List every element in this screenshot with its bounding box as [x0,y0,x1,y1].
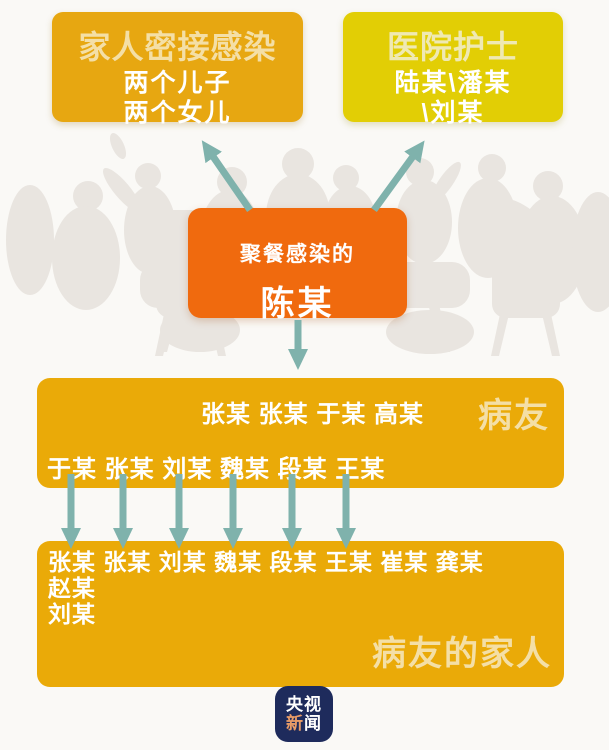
fellow-patients-row-top: 张某 张某 于某 高某 [201,401,425,428]
family-infection-box: 家人密接感染 两个儿子 两个女儿 [52,12,303,127]
hospital-nurses-title: 医院护士 [386,29,519,65]
cctv-news-logo-line1: 央视 [286,695,322,714]
fellow-patients-box: 张某 张某 于某 高某 病友 于某 张某 刘某 魏某 段某 王某 [37,378,564,488]
fellow-patients-row-bottom: 于某 张某 刘某 魏某 段某 王某 [47,456,386,483]
patients-families-box: 张某 张某 刘某 魏某 段某 王某 崔某 龚某 赵某 刘某 病友的家人 [37,541,564,687]
hospital-nurses-box: 医院护士 陆某\潘某 \刘某 [343,12,563,127]
patients-families-names: 张某 张某 刘某 魏某 段某 王某 崔某 龚某 赵某 刘某 [48,549,484,627]
family-infection-line-1: 两个儿子 [123,69,232,97]
families-row-1: 张某 张某 刘某 魏某 段某 王某 崔某 龚某 [48,549,484,575]
index-patient-subtitle: 聚餐感染的 [240,243,355,266]
arrow-up-left-icon [201,140,253,212]
index-patient-name: 陈某 [260,285,335,323]
family-infection-line-2: 两个女儿 [123,99,232,127]
cctv-news-logo-accent-char: 新 [286,714,304,733]
cctv-news-logo-char: 闻 [304,714,322,733]
fellow-patients-title: 病友 [478,397,550,435]
cctv-news-logo: 央视 新闻 [275,686,333,742]
families-row-3: 刘某 [48,601,96,627]
patients-families-title: 病友的家人 [372,635,552,673]
family-infection-title: 家人密接感染 [78,29,277,65]
families-row-2: 赵某 [48,575,96,601]
hospital-nurses-line-1: 陆某\潘某 [394,69,512,97]
index-patient-box: 聚餐感染的 陈某 [188,208,407,323]
arrow-up-right-icon [371,140,425,213]
cctv-news-logo-line2: 新闻 [286,714,322,733]
hospital-nurses-line-2: \刘某 [421,99,485,127]
